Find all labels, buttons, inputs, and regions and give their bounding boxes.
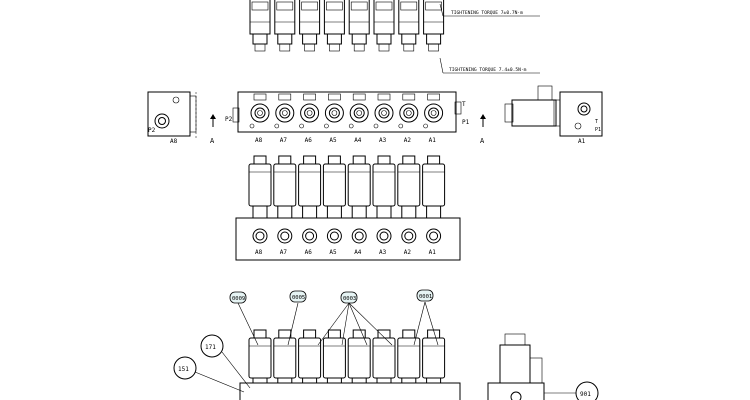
top-valve-cartridge [423, 0, 445, 52]
left-end-label-a8: A8 [170, 138, 178, 145]
front-elevation-ports [252, 228, 442, 244]
front-port-label: A5 [329, 249, 337, 256]
front-port-label: A3 [379, 249, 387, 256]
callout-tag-0001: 0001 [416, 289, 434, 302]
bottom-coil [422, 329, 446, 400]
plan-view-manifold [232, 91, 462, 133]
right-end-label-t: T [595, 119, 598, 125]
callout-tag-0005-text: 0005 [292, 295, 305, 301]
item-bubble-901-text: 901 [580, 391, 591, 398]
callout-tag-0001-text: 0001 [419, 294, 432, 300]
torque-note-top-text: TIGHTENING TORQUE 7±0.7N·m [451, 10, 523, 16]
plan-port-label: A4 [354, 137, 362, 144]
callout-tag-0009-text: 0009 [232, 296, 245, 302]
top-valve-row [249, 0, 445, 52]
front-coil [273, 155, 297, 219]
plan-coil [274, 93, 295, 129]
front-port-label: A7 [280, 249, 288, 256]
front-coil [347, 155, 371, 219]
front-a-labels: A8 A7 A6 A5 A4 A3 A2 A1 [255, 249, 436, 256]
item-bubble-901: 901 [575, 381, 599, 400]
plan-coil [423, 93, 444, 129]
front-elevation-manifold [235, 217, 461, 261]
front-coil [322, 155, 346, 219]
section-arrow-left: A [210, 114, 216, 145]
plan-port-label: A3 [379, 137, 387, 144]
front-port [351, 228, 367, 244]
section-letter-left: A [210, 137, 215, 145]
top-valve-cartridge [323, 0, 345, 52]
left-end-view: P2 A8 [147, 91, 197, 145]
top-valve-cartridge [249, 0, 271, 52]
section-letter-right: A [480, 137, 485, 145]
front-coil [372, 155, 396, 219]
front-coil [298, 155, 322, 219]
front-coil [397, 155, 421, 219]
plan-coil [249, 93, 270, 129]
plan-port-label: A5 [329, 137, 337, 144]
right-end-label-p1: P1 [595, 127, 601, 133]
top-valve-cartridge [274, 0, 296, 52]
item-bubble-171: 171 [200, 334, 224, 358]
front-port [401, 228, 417, 244]
front-port-label: A1 [429, 249, 437, 256]
torque-note-top: TIGHTENING TORQUE 7±0.7N·m [439, 3, 540, 17]
plan-coil [299, 93, 320, 129]
item-bubble-171-text: 171 [205, 344, 216, 351]
plan-port-label: A1 [429, 137, 437, 144]
front-port [426, 228, 442, 244]
plan-label-p2: P2 [225, 116, 233, 123]
top-valve-cartridge [373, 0, 395, 52]
plan-label-p1: P1 [462, 119, 470, 126]
right-end-label-a1: A1 [578, 138, 586, 145]
front-port [302, 228, 318, 244]
top-valve-cartridge [348, 0, 370, 52]
top-valve-cartridge [299, 0, 321, 52]
bottom-right-single-valve [487, 333, 545, 400]
front-port-label: A8 [255, 249, 263, 256]
section-arrow-right: A [480, 114, 486, 145]
front-coil [248, 155, 272, 219]
plan-port-label: A6 [305, 137, 313, 144]
front-elevation-coils [248, 155, 446, 219]
plan-coil [373, 93, 394, 129]
bottom-assembly-manifold [239, 382, 461, 400]
front-port-label: A4 [354, 249, 362, 256]
right-end-view: T P1 A1 [504, 85, 603, 145]
plan-coil [398, 93, 419, 129]
item-bubble-151-text: 151 [178, 366, 189, 373]
plan-label-t: T [462, 101, 466, 108]
plan-coil [324, 93, 344, 129]
torque-note-bottom: TIGHTENING TORQUE 7.4±0.5N·m [439, 57, 540, 74]
plan-port-label: A2 [404, 137, 412, 144]
front-port [252, 228, 268, 244]
front-port-label: A2 [404, 249, 412, 256]
front-coil [422, 155, 446, 219]
front-port [326, 228, 342, 244]
plan-a-labels: A8 A7 A6 A5 A4 A3 A2 A1 [255, 137, 436, 144]
front-port [376, 228, 392, 244]
callout-tag-0003-text: 0003 [343, 296, 356, 302]
callout-tag-0009: 0009 [229, 291, 247, 304]
callout-tag-0003: 0003 [340, 291, 358, 304]
front-port-label: A6 [305, 249, 313, 256]
callout-leaders [194, 301, 578, 394]
bottom-coil [347, 329, 371, 400]
bottom-coil [298, 329, 322, 400]
plan-port-label: A7 [280, 137, 288, 144]
plan-view-coils [249, 93, 444, 129]
bottom-assembly-coils [248, 329, 446, 400]
plan-coil [348, 93, 369, 129]
torque-note-bottom-text: TIGHTENING TORQUE 7.4±0.5N·m [449, 67, 527, 73]
front-port [277, 228, 293, 244]
bottom-coil [397, 329, 421, 400]
top-valve-cartridge [398, 0, 420, 52]
plan-port-label: A8 [255, 137, 263, 144]
item-bubble-151: 151 [173, 356, 197, 380]
callout-tag-0005: 0005 [289, 290, 307, 303]
left-end-label-p2: P2 [148, 127, 156, 134]
